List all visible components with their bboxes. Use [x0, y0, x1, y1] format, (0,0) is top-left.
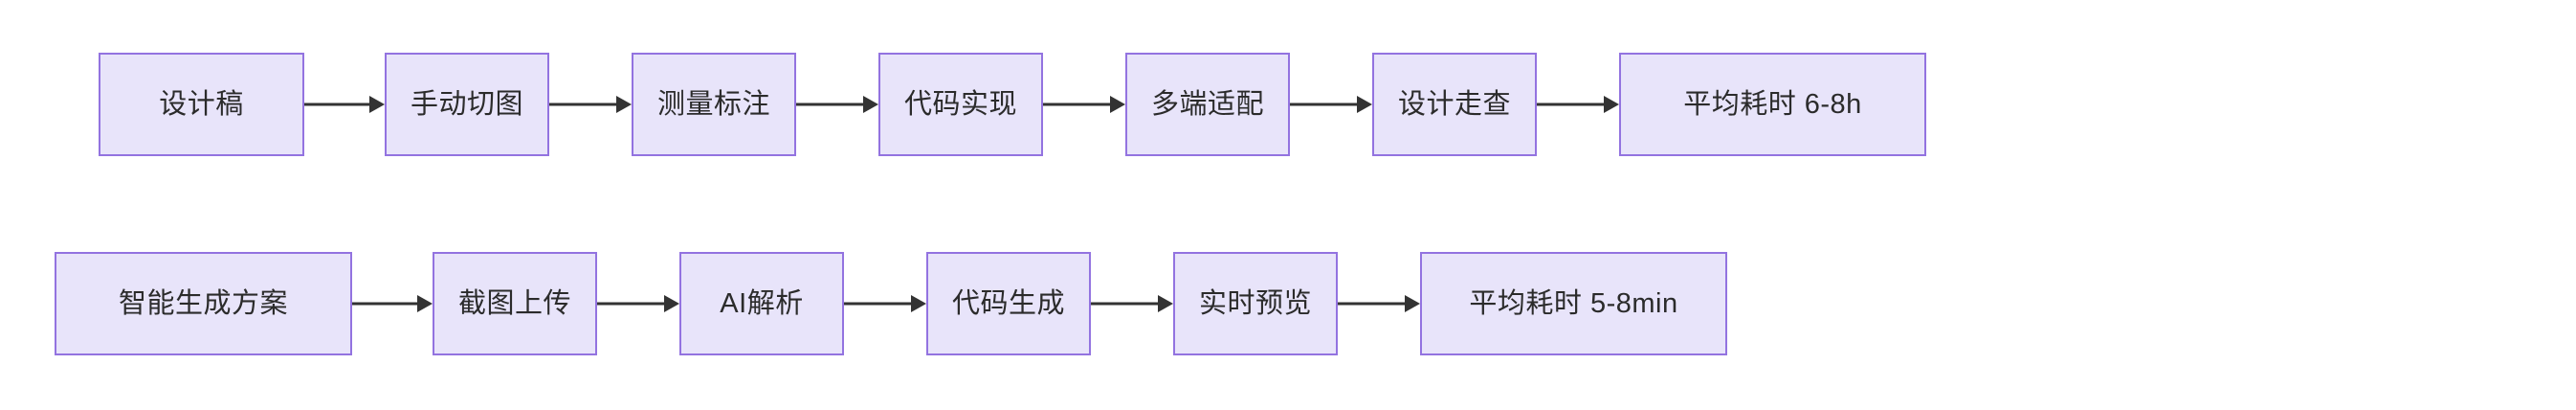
- flow-arrow-right: [1043, 93, 1125, 116]
- arrow-line: [1091, 302, 1160, 306]
- arrowhead-icon: [417, 295, 433, 312]
- arrow-line: [352, 302, 419, 306]
- arrowhead-icon: [1357, 96, 1372, 113]
- flow-node-label: AI解析: [720, 287, 804, 319]
- flow-node-label: 实时预览: [1198, 287, 1312, 319]
- arrowhead-icon: [1604, 96, 1619, 113]
- arrow-line: [844, 302, 913, 306]
- arrowhead-icon: [863, 96, 878, 113]
- flow-node-label: 代码实现: [903, 88, 1017, 120]
- flow-row-ai-workflow: 智能生成方案 截图上传 AI解析 代码生成 实时预览: [55, 252, 1727, 355]
- flow-arrow-right: [352, 292, 433, 315]
- arrowhead-icon: [1405, 295, 1420, 312]
- flow-node-average-time-ai[interactable]: 平均耗时 5-8min: [1420, 252, 1727, 355]
- arrow-line: [549, 102, 618, 106]
- flow-arrow-right: [549, 93, 632, 116]
- flow-arrow-right: [1091, 292, 1173, 315]
- flow-node-label: 截图上传: [457, 287, 571, 319]
- flow-node-label: 测量标注: [656, 88, 770, 120]
- arrow-line: [1537, 102, 1606, 106]
- flow-node-average-time-manual[interactable]: 平均耗时 6-8h: [1619, 53, 1926, 156]
- flow-node-smart-generation-plan[interactable]: 智能生成方案: [55, 252, 352, 355]
- flow-node-design-draft[interactable]: 设计稿: [99, 53, 304, 156]
- flow-node-design-review[interactable]: 设计走查: [1372, 53, 1537, 156]
- arrowhead-icon: [1110, 96, 1125, 113]
- arrowhead-icon: [1158, 295, 1173, 312]
- flow-node-label: 多端适配: [1150, 88, 1264, 120]
- flow-node-label: 设计走查: [1397, 88, 1511, 120]
- flow-node-label: 代码生成: [951, 287, 1065, 319]
- arrow-line: [796, 102, 865, 106]
- arrowhead-icon: [664, 295, 679, 312]
- flow-node-ai-parsing[interactable]: AI解析: [679, 252, 844, 355]
- arrow-line: [1290, 102, 1359, 106]
- flow-arrow-right: [597, 292, 679, 315]
- flow-arrow-right: [1537, 93, 1619, 116]
- flow-node-label: 平均耗时 6-8h: [1683, 88, 1862, 120]
- flow-node-label: 手动切图: [410, 88, 523, 120]
- flow-node-manual-slicing[interactable]: 手动切图: [385, 53, 549, 156]
- arrowhead-icon: [911, 295, 926, 312]
- arrow-line: [1338, 302, 1407, 306]
- flow-node-screenshot-upload[interactable]: 截图上传: [433, 252, 597, 355]
- flow-arrow-right: [844, 292, 926, 315]
- flow-arrow-right: [1290, 93, 1372, 116]
- flow-arrow-right: [796, 93, 878, 116]
- flow-arrow-right: [1338, 292, 1420, 315]
- arrowhead-icon: [616, 96, 632, 113]
- arrow-line: [597, 302, 666, 306]
- flow-arrow-right: [304, 93, 385, 116]
- flow-node-label: 设计稿: [159, 88, 244, 120]
- flow-node-realtime-preview[interactable]: 实时预览: [1173, 252, 1338, 355]
- arrow-line: [1043, 102, 1112, 106]
- flow-row-manual-workflow: 设计稿 手动切图 测量标注 代码实现 多端适配: [99, 53, 1926, 156]
- flow-node-label: 平均耗时 5-8min: [1469, 287, 1678, 319]
- flow-node-multi-device-adaptation[interactable]: 多端适配: [1125, 53, 1290, 156]
- flow-node-code-implementation[interactable]: 代码实现: [878, 53, 1043, 156]
- arrowhead-icon: [369, 96, 385, 113]
- flow-node-label: 智能生成方案: [118, 287, 288, 319]
- arrow-line: [304, 102, 371, 106]
- flow-node-measure-annotate[interactable]: 测量标注: [632, 53, 796, 156]
- flow-node-code-generation[interactable]: 代码生成: [926, 252, 1091, 355]
